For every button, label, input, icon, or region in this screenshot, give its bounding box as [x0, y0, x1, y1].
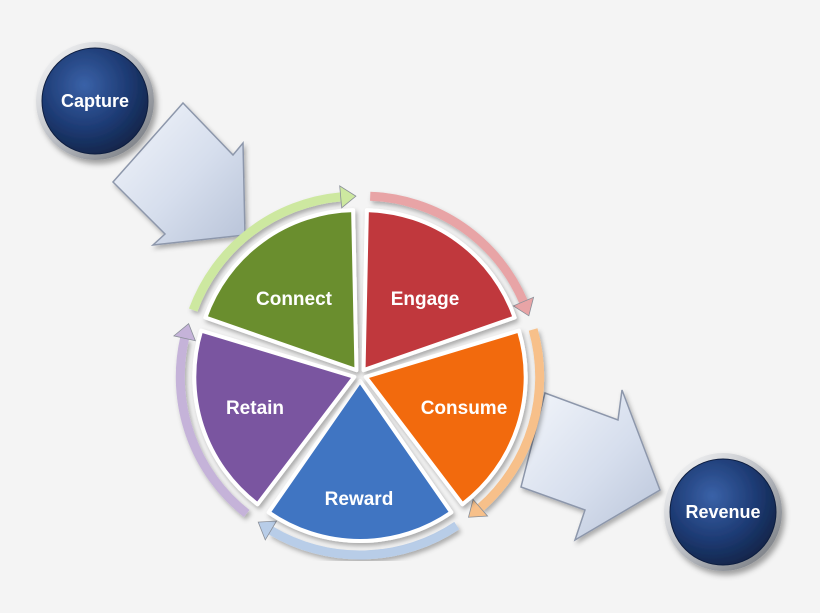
segment-label-connect: Connect: [256, 289, 333, 310]
rim-arc-consume: [477, 328, 545, 512]
capture-label: Capture: [61, 91, 129, 111]
rim-arrowhead-consume: [467, 498, 489, 518]
segment-engage: [361, 208, 517, 373]
segment-label-retain: Retain: [226, 398, 284, 419]
rim-arc-engage: [370, 191, 528, 304]
segment-connect: [203, 208, 359, 373]
rim-arrowhead-reward: [257, 520, 278, 541]
cycle-rim-arrows: [173, 185, 545, 560]
revenue-node: Revenue: [664, 453, 782, 571]
capture-node: Capture: [36, 42, 154, 160]
segment-label-engage: Engage: [391, 289, 460, 310]
cycle-segments: [192, 208, 528, 543]
segment-retain: [192, 328, 357, 507]
capture-to-cycle-arrow: [111, 101, 246, 246]
rim-arc-reward: [268, 521, 460, 560]
segment-consume: [363, 328, 528, 507]
revenue-label: Revenue: [685, 502, 760, 522]
rim-arrowhead-retain: [173, 323, 196, 342]
rim-arc-connect: [188, 192, 342, 312]
cycle-labels: Connect Engage Consume Reward Retain: [226, 289, 507, 510]
segment-label-reward: Reward: [325, 489, 394, 510]
segment-label-consume: Consume: [421, 398, 508, 419]
cycle-to-revenue-arrow: [520, 389, 661, 542]
segment-reward: [266, 379, 454, 543]
rim-arc-retain: [175, 337, 250, 518]
rim-arrowhead-connect: [339, 185, 357, 209]
rim-arrowhead-engage: [512, 296, 535, 317]
